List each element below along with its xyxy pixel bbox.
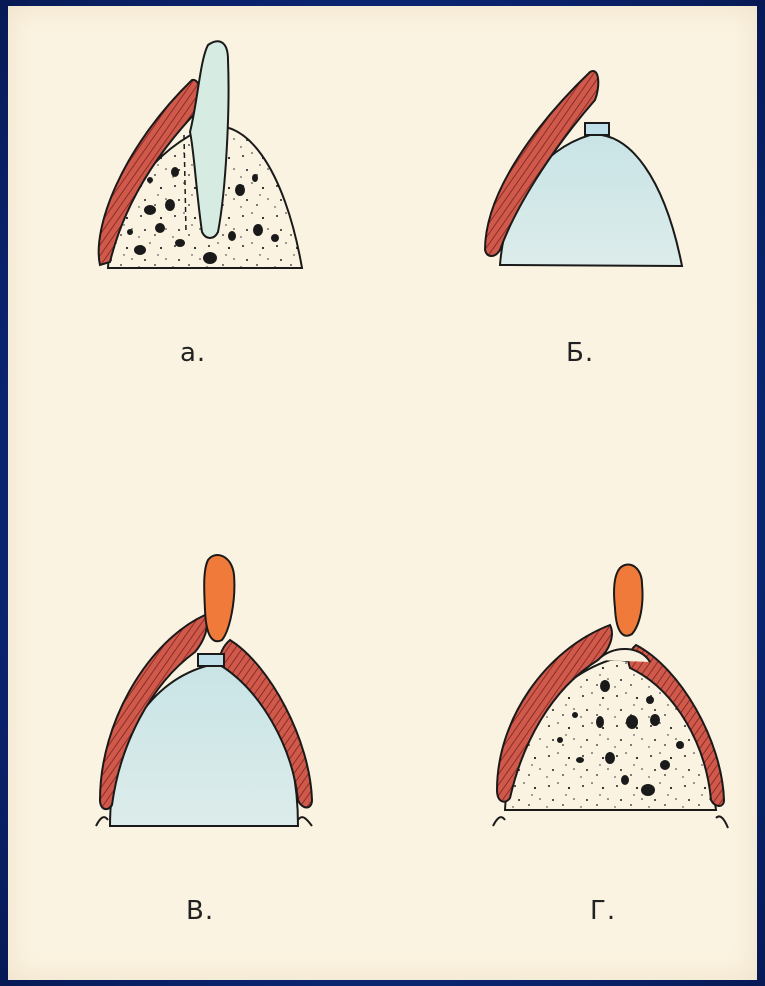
panel-g	[493, 565, 728, 828]
graft-fragment-g	[614, 565, 642, 636]
panel-v	[96, 555, 312, 826]
label-v: В.	[186, 896, 214, 926]
label-a: а.	[180, 338, 206, 368]
label-b: Б.	[566, 338, 594, 368]
graft-fragment-v	[204, 555, 234, 641]
implant-cap-b	[585, 123, 609, 135]
label-g: Г.	[590, 896, 616, 926]
implant-cap-v	[198, 654, 224, 666]
panel-b	[485, 71, 682, 266]
panel-a	[99, 41, 302, 268]
